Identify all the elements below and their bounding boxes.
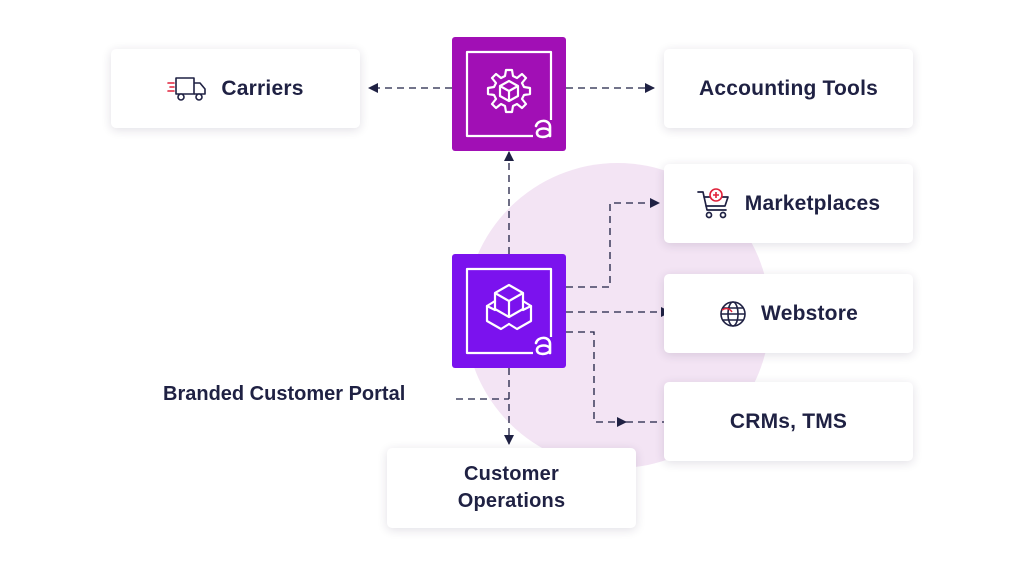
accounting-tools-card: Accounting Tools — [664, 49, 913, 128]
carriers-label: Carriers — [221, 76, 304, 100]
accounting-tools-label: Accounting Tools — [699, 76, 878, 100]
marketplaces-label: Marketplaces — [744, 191, 881, 215]
delivery-truck-icon — [167, 75, 207, 103]
webstore-label: Webstore — [761, 301, 858, 325]
boxes-logo-icon — [465, 267, 553, 357]
crms-tms-card: CRMs, TMS — [664, 382, 913, 461]
marketplaces-card: Marketplaces — [664, 164, 913, 243]
arrow-to-crms — [566, 331, 627, 427]
customer-operations-label-line2: Operations — [457, 490, 566, 512]
shopping-cart-icon — [696, 187, 731, 220]
branded-customer-portal-label: Branded Customer Portal — [163, 383, 406, 405]
carriers-card: Carriers — [111, 49, 360, 128]
customer-operations-label-line1: Customer — [464, 463, 559, 485]
crms-tms-label: CRMs, TMS — [729, 409, 848, 433]
webstore-card: Webstore — [664, 274, 913, 353]
globe-icon — [719, 300, 747, 328]
customer-operations-card: Customer Operations — [387, 448, 636, 528]
middle-hub — [452, 254, 566, 368]
gear-box-logo-icon — [465, 50, 553, 140]
arrow-to-marketplaces — [566, 198, 660, 288]
top-hub — [452, 37, 566, 151]
